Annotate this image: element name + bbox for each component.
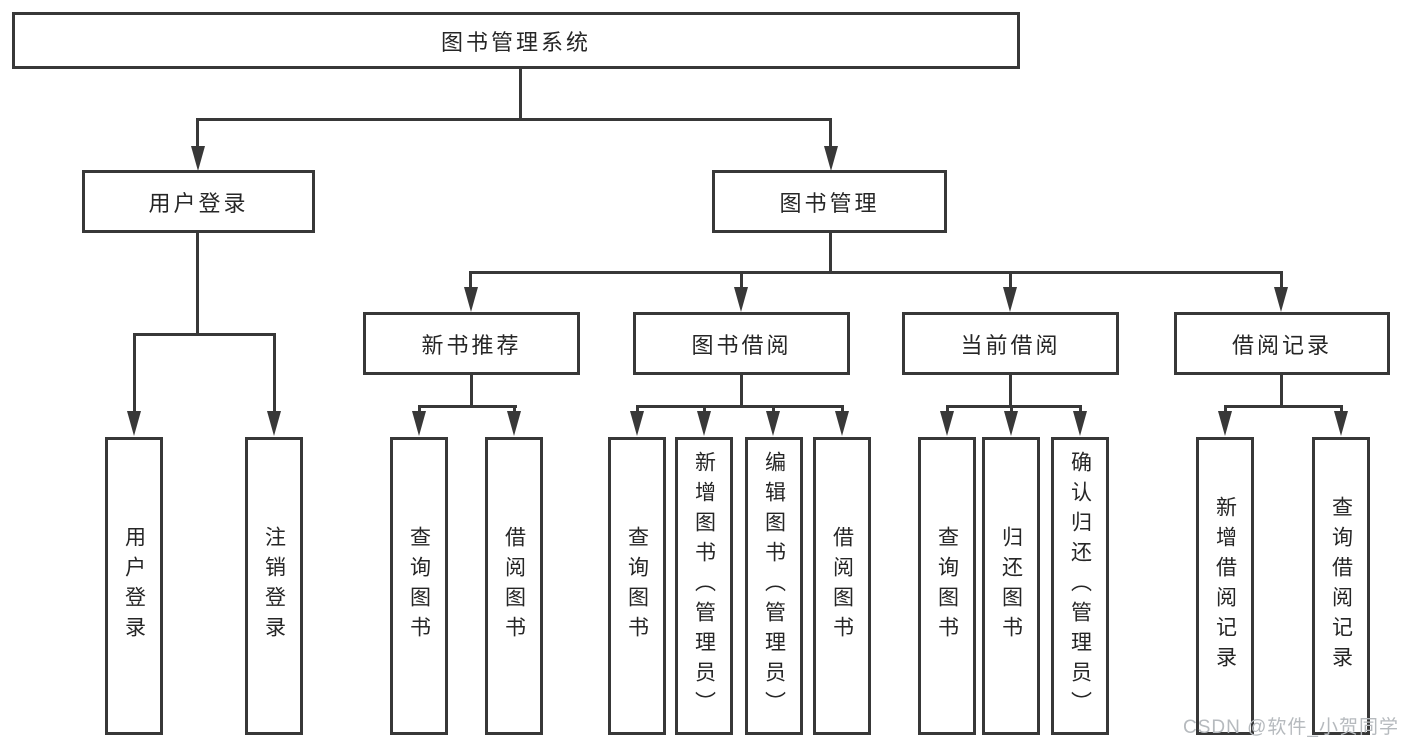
connector-line: [1079, 405, 1082, 415]
leaf-borrow-query-books: 查询图书: [608, 437, 666, 735]
leaf-recommend-borrow-books-label: 借阅图书: [502, 526, 526, 646]
arrow-down-icon: [464, 287, 478, 312]
node-book-management-label: 图书管理: [779, 190, 880, 216]
leaf-current-confirm-return-admin: 确认归还（管理员）: [1051, 437, 1109, 735]
arrow-down-icon: [835, 411, 849, 436]
arrow-down-icon: [940, 411, 954, 436]
connector-line: [703, 405, 706, 415]
node-book-management: 图书管理: [712, 170, 947, 233]
arrow-down-icon: [1003, 287, 1017, 312]
connector-line: [829, 118, 832, 148]
arrow-down-icon: [1274, 287, 1288, 312]
leaf-recommend-query-books: 查询图书: [390, 437, 448, 735]
leaf-records-add-record: 新增借阅记录: [1196, 437, 1254, 735]
arrow-down-icon: [1073, 411, 1087, 436]
arrow-down-icon: [824, 146, 838, 171]
node-root: 图书管理系统: [12, 12, 1020, 69]
connector-line: [946, 405, 949, 415]
leaf-user-login-label: 用户登录: [122, 526, 146, 646]
arrow-down-icon: [267, 411, 281, 436]
leaf-logout: 注销登录: [245, 437, 303, 735]
arrow-down-icon: [1334, 411, 1348, 436]
csdn-watermark: CSDN @软件_小贺同学: [1183, 717, 1399, 738]
connector-line: [1224, 405, 1227, 415]
leaf-current-return-books: 归还图书: [982, 437, 1040, 735]
connector-line: [772, 405, 775, 415]
connector-line: [470, 374, 473, 408]
arrow-down-icon: [191, 146, 205, 171]
node-book-borrow: 图书借阅: [633, 312, 850, 375]
connector-line: [133, 333, 276, 336]
arrow-down-icon: [127, 411, 141, 436]
connector-line: [1340, 405, 1343, 415]
connector-line: [196, 118, 832, 121]
arrow-down-icon: [697, 411, 711, 436]
connector-line: [1010, 405, 1013, 415]
leaf-borrow-add-books-admin: 新增图书（管理员）: [675, 437, 733, 735]
connector-line: [946, 405, 1082, 408]
node-borrow-records-label: 借阅记录: [1231, 332, 1332, 358]
connector-line: [636, 405, 639, 415]
connector-line: [133, 333, 136, 413]
connector-line: [841, 405, 844, 415]
leaf-records-query-record-label: 查询借阅记录: [1329, 496, 1353, 676]
connector-line: [469, 271, 472, 289]
connector-line: [418, 405, 517, 408]
connector-line: [1280, 374, 1283, 408]
leaf-records-query-record: 查询借阅记录: [1312, 437, 1370, 735]
node-user-login-label: 用户登录: [148, 190, 249, 216]
arrow-down-icon: [412, 411, 426, 436]
arrow-down-icon: [734, 287, 748, 312]
arrow-down-icon: [1218, 411, 1232, 436]
leaf-current-query-books: 查询图书: [918, 437, 976, 735]
leaf-borrow-borrow-books: 借阅图书: [813, 437, 871, 735]
leaf-current-confirm-return-admin-label: 确认归还（管理员）: [1068, 451, 1092, 721]
leaf-recommend-borrow-books: 借阅图书: [485, 437, 543, 735]
connector-line: [1280, 271, 1283, 289]
connector-line: [196, 232, 199, 336]
connector-line: [1009, 374, 1012, 408]
arrow-down-icon: [766, 411, 780, 436]
connector-line: [273, 333, 276, 413]
leaf-recommend-query-books-label: 查询图书: [407, 526, 431, 646]
node-book-borrow-label: 图书借阅: [691, 332, 792, 358]
node-new-book-recommend-label: 新书推荐: [421, 332, 522, 358]
leaf-logout-label: 注销登录: [262, 526, 286, 646]
connector-line: [519, 68, 522, 121]
arrow-down-icon: [507, 411, 521, 436]
connector-line: [1224, 405, 1343, 408]
leaf-current-return-books-label: 归还图书: [999, 526, 1023, 646]
node-current-borrow-label: 当前借阅: [960, 332, 1061, 358]
leaf-borrow-edit-books-admin-label: 编辑图书（管理员）: [762, 451, 786, 721]
connector-line: [740, 374, 743, 408]
leaf-borrow-add-books-admin-label: 新增图书（管理员）: [692, 451, 716, 721]
leaf-borrow-borrow-books-label: 借阅图书: [830, 526, 854, 646]
node-new-book-recommend: 新书推荐: [363, 312, 580, 375]
node-current-borrow: 当前借阅: [902, 312, 1119, 375]
connector-line: [636, 405, 844, 408]
connector-line: [829, 232, 832, 274]
leaf-borrow-edit-books-admin: 编辑图书（管理员）: [745, 437, 803, 735]
leaf-current-query-books-label: 查询图书: [935, 526, 959, 646]
arrow-down-icon: [1004, 411, 1018, 436]
connector-line: [740, 271, 743, 289]
connector-line: [418, 405, 421, 415]
connector-line: [1009, 271, 1012, 289]
leaf-records-add-record-label: 新增借阅记录: [1213, 496, 1237, 676]
connector-line: [469, 271, 1283, 274]
node-user-login: 用户登录: [82, 170, 315, 233]
connector-line: [513, 405, 516, 415]
arrow-down-icon: [630, 411, 644, 436]
leaf-user-login: 用户登录: [105, 437, 163, 735]
leaf-borrow-query-books-label: 查询图书: [625, 526, 649, 646]
node-root-label: 图书管理系统: [440, 29, 591, 55]
connector-line: [196, 118, 199, 148]
node-borrow-records: 借阅记录: [1174, 312, 1390, 375]
